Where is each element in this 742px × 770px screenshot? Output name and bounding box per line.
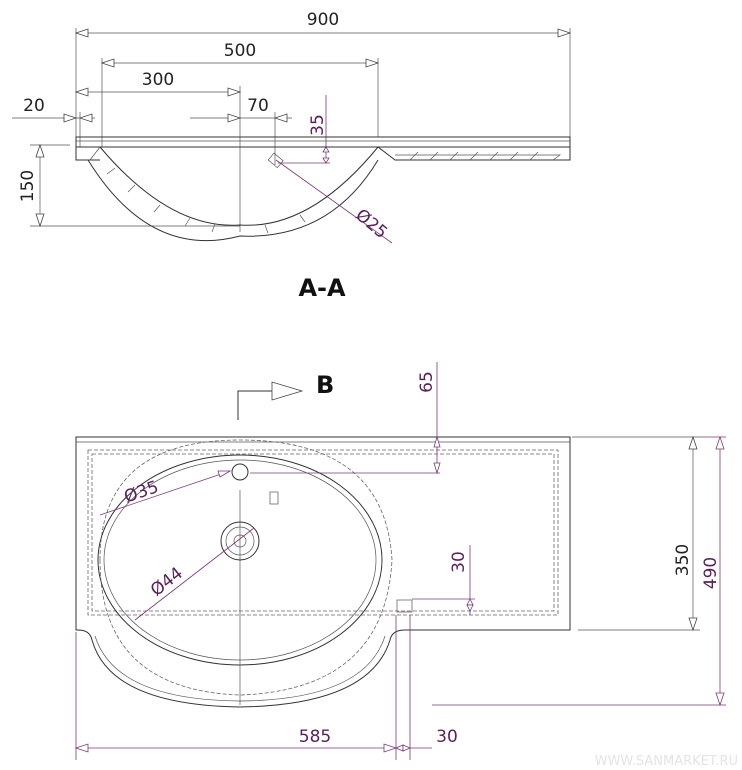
dim-350: 350 [673,544,693,576]
countertop-slab [75,136,571,148]
section-title: A-A [298,274,346,302]
countertop-outline [75,436,571,708]
faucet-hole [231,463,249,481]
overflow-hole [267,152,284,169]
dim-diameter-35: Ø35 [122,477,162,507]
section-view: 900 500 300 20 70 35 150 [12,10,572,302]
dim-900: 900 [307,10,339,30]
bowl-inner-curve [99,146,379,226]
dim-490: 490 [701,557,721,589]
dim-30-width: 30 [436,727,458,747]
drain-outer [220,521,260,561]
dim-150: 150 [18,170,38,202]
section-marker: B [316,371,334,399]
dim-300: 300 [142,70,174,90]
dim-70: 70 [247,96,269,116]
dim-20: 20 [23,96,45,116]
plan-view: B 65 Ø35 Ø44 30 [74,362,726,760]
section-arrow-icon [271,381,304,401]
drain-icon [233,534,247,548]
dim-diameter-25: Ø25 [351,205,391,243]
dim-35: 35 [308,114,328,136]
dim-30-notch: 30 [449,551,469,573]
bowl-outer-curve [87,159,379,242]
dim-585: 585 [299,727,331,747]
dim-500: 500 [224,41,256,61]
watermark: WWW.SANMARKET.RU [595,754,738,769]
dim-65: 65 [417,371,437,393]
